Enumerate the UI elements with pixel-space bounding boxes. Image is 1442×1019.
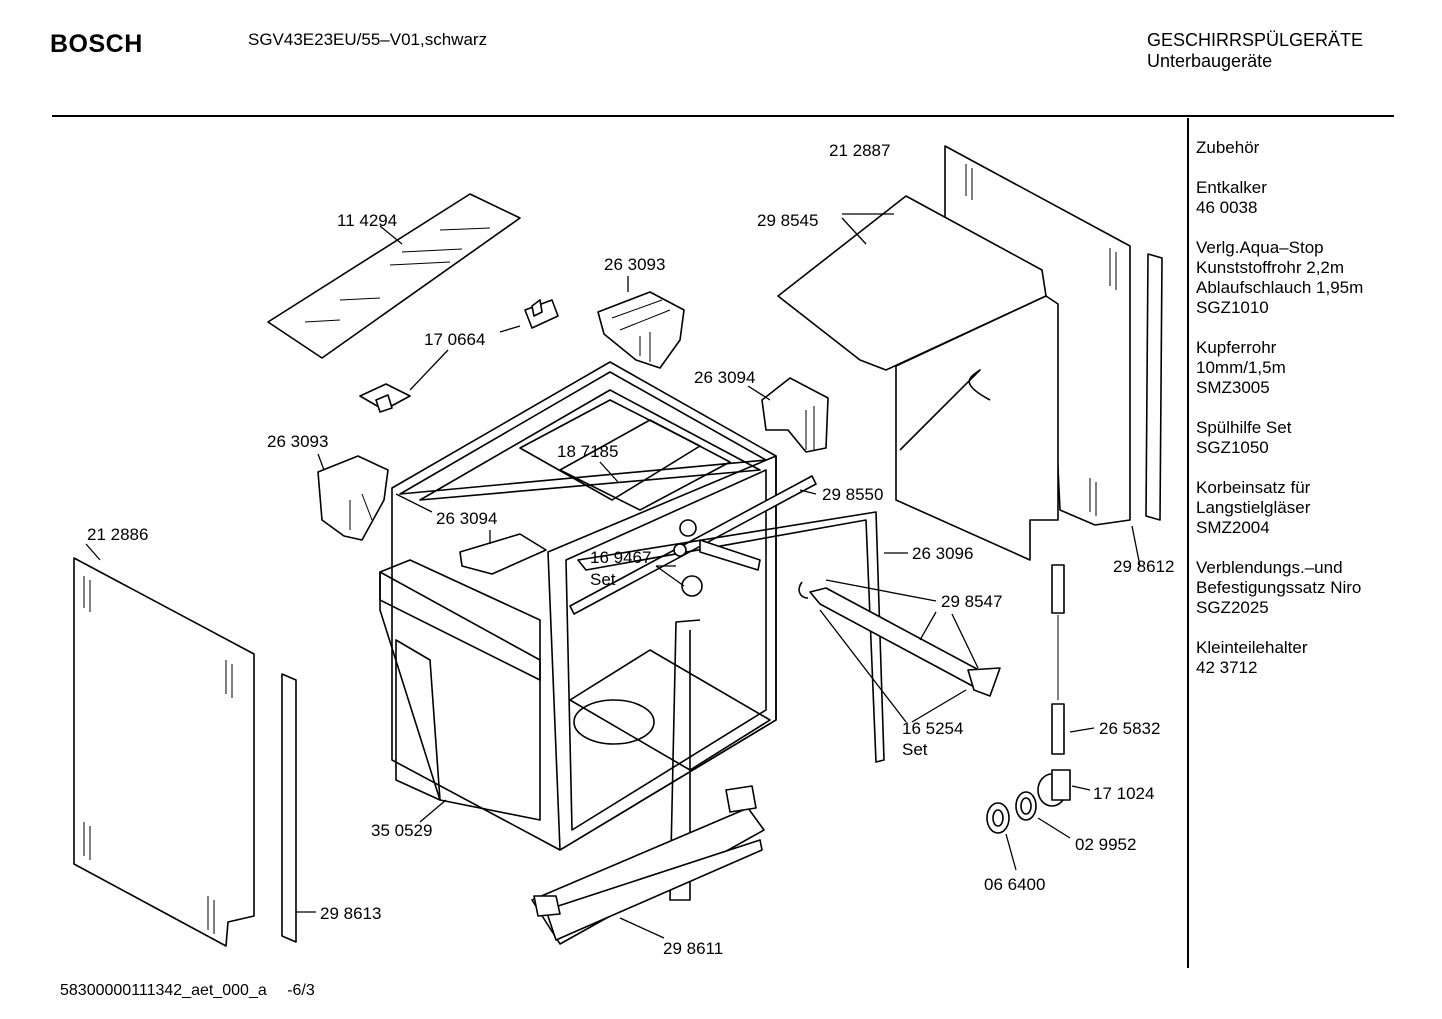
accessory-group-glass-insert: Korbeinsatz für Langstielgläser SMZ2004: [1196, 478, 1436, 538]
part-label: Set: [590, 570, 616, 589]
model-number: SGV43E23EU/55–V01,schwarz: [248, 30, 488, 49]
brand-logo: BOSCH: [50, 30, 143, 58]
accessory-line: SMZ2004: [1196, 518, 1270, 537]
trim-strip-298612: [1145, 253, 1163, 521]
accessory-line: 42 3712: [1196, 658, 1258, 677]
clip-263093-left: [317, 455, 389, 541]
mounting-bracket-upper: [524, 299, 559, 329]
part-label: 17 1024: [1093, 784, 1154, 803]
accessory-line: Korbeinsatz für: [1196, 478, 1311, 497]
accessories-divider: [1187, 118, 1189, 968]
part-label: 21 2886: [87, 525, 148, 544]
mounting-bracket-lower: [359, 383, 411, 413]
part-label: 29 8611: [663, 939, 723, 958]
plinth-298611: [531, 785, 765, 945]
clip-263093-upper: [597, 291, 685, 369]
ring-029952: [1015, 791, 1037, 821]
part-label: 29 8612: [1113, 557, 1174, 576]
accessory-line: Langstielgläser: [1196, 498, 1311, 517]
accessory-line: Kleinteilehalter: [1196, 638, 1308, 657]
part-label: 16 9467: [590, 548, 651, 567]
accessory-line: SGZ1050: [1196, 438, 1269, 457]
accessory-line: Verblendungs.–und: [1196, 558, 1343, 577]
valve-171024: [1037, 769, 1071, 807]
accessory-group-copper-pipe: Kupferrohr 10mm/1,5m SMZ3005: [1196, 338, 1436, 398]
leader-lines: [85, 213, 1141, 939]
accessory-line: 10mm/1,5m: [1196, 358, 1286, 377]
accessory-line: Entkalker: [1196, 178, 1267, 197]
cap-066400: [986, 802, 1010, 834]
hinge-set-169467: [673, 519, 761, 597]
clip-263094-right: [761, 377, 829, 453]
accessory-line: SMZ3005: [1196, 378, 1270, 397]
part-label: 21 2887: [829, 141, 890, 160]
document-id: 58300000111342_aet_000_a: [60, 982, 267, 999]
accessory-group-small-parts: Kleinteilehalter 42 3712: [1196, 638, 1436, 678]
spray-arm-298547: [798, 581, 1001, 697]
accessory-line: Kupferrohr: [1196, 338, 1277, 357]
part-label: 16 5254: [902, 719, 963, 738]
accessory-line: SGZ1010: [1196, 298, 1269, 317]
accessory-line: Spülhilfe Set: [1196, 418, 1292, 437]
part-label: 29 8547: [941, 592, 1002, 611]
page-number: -6/3: [287, 982, 315, 999]
accessory-line: SGZ2025: [1196, 598, 1269, 617]
insulation-sheet-shape: [267, 193, 521, 359]
accessories-title: Zubehör: [1196, 138, 1260, 157]
part-label: 26 3093: [267, 432, 328, 451]
footer: 58300000111342_aet_000_a -6/3: [60, 982, 315, 1000]
part-label: 26 3094: [694, 368, 755, 387]
accessory-group-descaler: Entkalker 46 0038: [1196, 178, 1436, 218]
category-line-2: Unterbaugeräte: [1147, 51, 1273, 71]
accessory-group-panel-kit: Verblendungs.–und Befestigungssatz Niro …: [1196, 558, 1436, 618]
accessory-line: Befestigungssatz Niro: [1196, 578, 1362, 597]
door-seal-263096: [577, 511, 885, 901]
part-label: 29 8613: [320, 904, 381, 923]
part-label: Set: [902, 740, 928, 759]
side-panel-left: [73, 557, 255, 947]
part-label: 26 3093: [604, 255, 665, 274]
part-label: 06 6400: [984, 875, 1045, 894]
accessories-list: Zubehör Entkalker 46 0038 Verlg.Aqua–Sto…: [1196, 138, 1436, 698]
accessory-group-aquastop: Verlg.Aqua–Stop Kunststoffrohr 2,2m Abla…: [1196, 238, 1436, 318]
header-rule: [52, 115, 1394, 117]
accessory-group-rinse-aid: Spülhilfe Set SGZ1050: [1196, 418, 1436, 458]
category-title: GESCHIRRSPÜLGERÄTE Unterbaugeräte: [1147, 30, 1363, 72]
part-labels: 21 2887 29 8545 11 4294 26 3093 17 0664 …: [87, 141, 1174, 958]
exploded-view-diagram: 21 2887 29 8545 11 4294 26 3093 17 0664 …: [73, 141, 1174, 958]
hose-265832: [1051, 564, 1065, 755]
part-label: 29 8545: [757, 211, 818, 230]
trim-strip-298613: [281, 673, 297, 943]
top-plate-298545: [777, 195, 1059, 561]
accessory-line: Kunststoffrohr 2,2m: [1196, 258, 1345, 277]
part-label: 26 3094: [436, 509, 497, 528]
category-line-1: GESCHIRRSPÜLGERÄTE: [1147, 30, 1364, 50]
accessory-line: Ablaufschlauch 1,95m: [1196, 278, 1364, 297]
part-label: 29 8550: [822, 485, 883, 504]
accessory-line: Verlg.Aqua–Stop: [1196, 238, 1324, 257]
part-label: 26 3096: [912, 544, 973, 563]
rail-298550: [569, 475, 817, 615]
part-label: 17 0664: [424, 330, 485, 349]
part-label: 26 5832: [1099, 719, 1160, 738]
part-label: 02 9952: [1075, 835, 1136, 854]
part-label: 11 4294: [337, 211, 397, 230]
accessory-line: 46 0038: [1196, 198, 1258, 217]
part-label: 18 7185: [557, 442, 618, 461]
part-label: 35 0529: [371, 821, 432, 840]
